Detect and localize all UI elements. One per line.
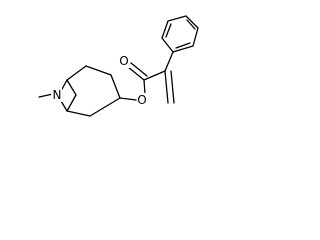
- bond-bridgehead-c7: [66, 79, 77, 96]
- bond-alpha-phenyl: [164, 51, 174, 72]
- bond-bridgehead-c2: [66, 65, 87, 81]
- atom-label-nitrogen: N: [53, 88, 62, 102]
- phenyl-ring: [161, 15, 199, 53]
- bond-ring-o: [119, 97, 137, 101]
- bond-n-bridgehead-lower: [60, 100, 68, 112]
- bond-carbonyl-double-a: [127, 66, 145, 81]
- bond-bridgehead-c6: [66, 94, 77, 112]
- bond-c2-c3: [85, 65, 112, 76]
- bond-bridgehead-c4: [66, 110, 91, 117]
- bond-c3-c4: [110, 74, 121, 99]
- atom-bg-n: [51, 88, 62, 102]
- bond-c4-c5: [89, 97, 121, 117]
- bond-carbonyl-double-b: [130, 62, 148, 77]
- molecule-diagram: N O O: [38, 15, 199, 117]
- phenyl-inner-c: [175, 42, 191, 49]
- bond-methylene-b: [170, 70, 175, 104]
- bond-carbonyl-alpha: [143, 70, 166, 81]
- phenyl-inner-b: [186, 19, 196, 30]
- atom-label-ester-oxygen: O: [137, 93, 146, 107]
- atom-bg-o-carbonyl: [119, 54, 130, 68]
- phenyl-inner-a: [165, 23, 172, 38]
- atom-label-carbonyl-oxygen: O: [119, 54, 128, 68]
- atom-label-layer: N O O: [51, 54, 148, 107]
- bond-o-carbonyl-c: [143, 79, 146, 95]
- bond-n-methyl: [38, 93, 54, 98]
- bond-layer: [38, 15, 199, 117]
- bond-methylene-a: [164, 70, 169, 104]
- atom-bg-o-ester: [137, 93, 148, 107]
